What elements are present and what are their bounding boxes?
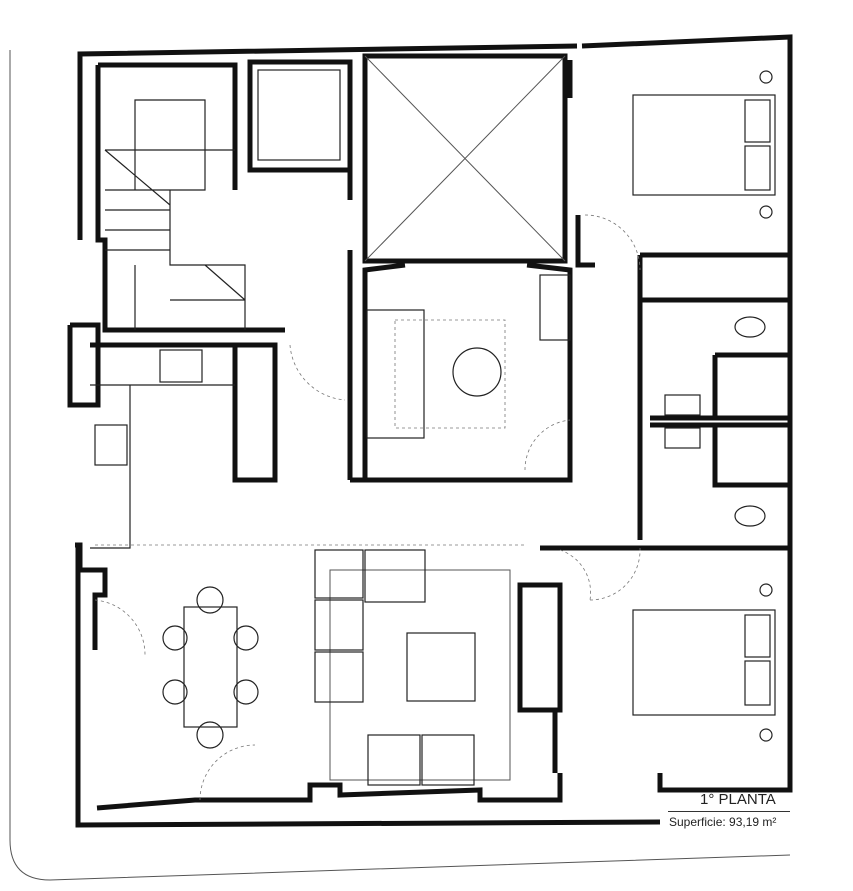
kitchen bbox=[90, 349, 235, 549]
floor-label: 1° PLANTA bbox=[700, 791, 776, 808]
label-divider bbox=[668, 811, 790, 812]
stair bbox=[95, 62, 285, 333]
outer-wall bbox=[75, 34, 793, 828]
office-room bbox=[366, 274, 571, 439]
area-label: Superficie: 93,19 m² bbox=[669, 815, 777, 829]
door-swings bbox=[94, 214, 641, 801]
patio-void bbox=[362, 53, 568, 264]
dining-table bbox=[162, 586, 259, 749]
interior-walls bbox=[67, 60, 790, 773]
bedroom-2 bbox=[632, 583, 776, 742]
site-boundary bbox=[9, 50, 791, 881]
living-room bbox=[95, 544, 525, 786]
bathrooms bbox=[664, 316, 766, 527]
elevator bbox=[247, 59, 353, 173]
bedroom-1 bbox=[632, 70, 776, 219]
